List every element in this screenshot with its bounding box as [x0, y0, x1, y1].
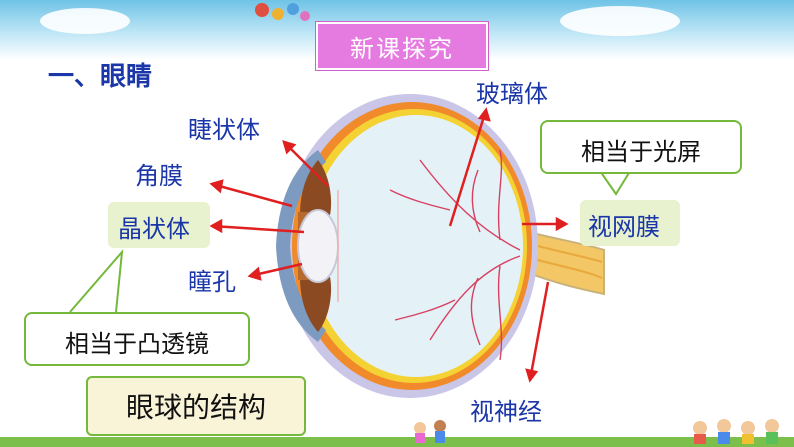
ciliary-upper: [300, 160, 332, 215]
cloud-decoration: [560, 6, 680, 36]
cornea-shape: [276, 150, 326, 342]
section-heading: 一、眼睛: [48, 62, 153, 92]
grass-strip: [0, 437, 794, 447]
label-lens: 晶状体: [118, 215, 190, 243]
ciliary-lower: [300, 277, 332, 332]
retina-callout-text: 相当于光屏: [581, 138, 701, 166]
label-ciliary-body: 睫状体: [188, 116, 260, 144]
kids-decoration: [414, 419, 779, 444]
label-retina: 视网膜: [588, 213, 660, 241]
label-pupil: 瞳孔: [188, 268, 236, 296]
balloons-decoration: [255, 3, 310, 21]
lesson-title: 新课探究: [350, 34, 454, 63]
retina-callout: 相当于光屏: [540, 120, 742, 174]
label-cornea: 角膜: [135, 162, 183, 190]
label-vitreous: 玻璃体: [476, 80, 548, 108]
caption-text: 眼球的结构: [125, 391, 266, 424]
label-optic-nerve: 视神经: [470, 398, 542, 426]
lens-shape: [297, 209, 339, 283]
blood-vessels: [389, 149, 521, 361]
lesson-title-box: 新课探究: [316, 22, 488, 70]
retina-label-box: [580, 200, 680, 246]
lens-label-box: [108, 202, 210, 248]
callout-connectors: [69, 167, 633, 313]
pointer-arrows: [209, 107, 569, 383]
lens-callout-text: 相当于凸透镜: [65, 330, 209, 358]
lens-callout: 相当于凸透镜: [24, 312, 250, 366]
cloud-decoration: [40, 8, 130, 34]
vitreous-shape: [309, 115, 523, 377]
caption-box: 眼球的结构: [86, 376, 306, 436]
